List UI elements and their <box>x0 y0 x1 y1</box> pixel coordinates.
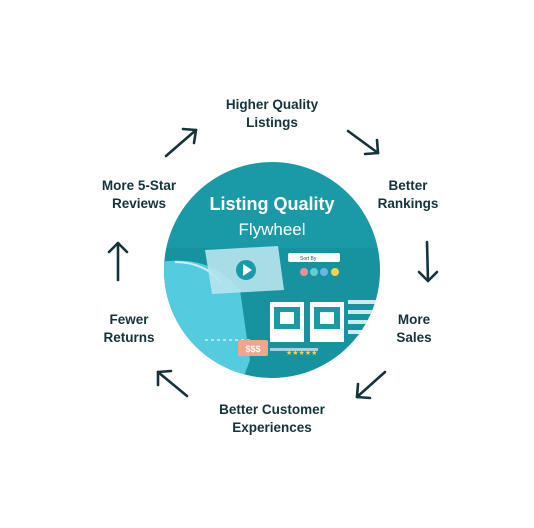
cycle-label-more-sales: More Sales <box>396 312 432 345</box>
circle-subtitle: Flywheel <box>238 220 306 239</box>
arrow-icon-top-right <box>346 129 380 156</box>
sort-by-control <box>288 253 340 262</box>
color-dot-blue <box>320 268 328 276</box>
color-dot-yellow <box>331 268 339 276</box>
price-badge <box>238 340 268 356</box>
price-badge-text: $$$ <box>245 344 260 354</box>
arrow-icon-bottom-left <box>156 369 189 398</box>
arrow-icon-bottom-right <box>355 370 387 400</box>
arrow-icon-top-left <box>164 127 198 158</box>
color-dot-pink <box>300 268 308 276</box>
circle-title: Listing Quality <box>209 194 335 214</box>
rating-stars: ★★★★★ <box>286 349 317 357</box>
arrow-icon-left <box>107 241 129 282</box>
cycle-label-better-rankings: Better Rankings <box>377 178 439 211</box>
cycle-label-higher-quality-listings: Higher Quality Listings <box>225 97 319 130</box>
cycle-label-better-customer-experiences: Better Customer Experiences <box>219 402 325 435</box>
sort-by-label: Sort By <box>300 256 317 262</box>
cycle-label-more-5-star-reviews: More 5-Star Reviews <box>101 178 177 211</box>
arrow-icon-right <box>417 240 439 283</box>
color-dot-teal <box>310 268 318 276</box>
cycle-label-fewer-returns: Fewer Returns <box>103 312 155 345</box>
svg-text:★★★★★: ★★★★★ <box>286 349 317 357</box>
